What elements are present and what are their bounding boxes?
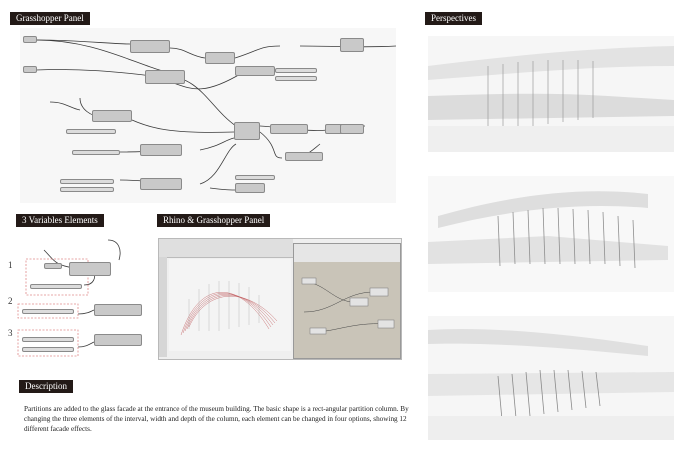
- start-end-node[interactable]: [340, 38, 364, 52]
- number-slider-7[interactable]: [235, 175, 275, 180]
- line-node[interactable]: [205, 52, 235, 64]
- curve-node-top[interactable]: [130, 40, 170, 53]
- extrude-node[interactable]: [270, 124, 308, 134]
- variable-node-1b[interactable]: [69, 262, 111, 276]
- divide-curve-node[interactable]: [235, 66, 275, 76]
- variable-slider-1[interactable]: [30, 284, 82, 289]
- perspective-3-drawing: [428, 316, 674, 440]
- rectangle-node[interactable]: [234, 122, 260, 140]
- length-rotate-node[interactable]: [92, 110, 132, 122]
- source-param-node-1[interactable]: [23, 36, 37, 43]
- variable-number-2: 2: [8, 296, 13, 306]
- dashed-box-2: [17, 303, 79, 319]
- rhino-toolbar: [159, 239, 293, 258]
- number-slider-6[interactable]: [275, 76, 317, 81]
- variable-slider-3b[interactable]: [22, 347, 74, 352]
- surface-render: [180, 281, 278, 336]
- perspective-1-drawing: [428, 36, 674, 152]
- variable-number-1: 1: [8, 260, 13, 270]
- rhino-viewport: [169, 259, 291, 351]
- three-variables-panel: 1 2 3: [4, 230, 154, 370]
- rhino-grasshopper-header: Rhino & Grasshopper Panel: [157, 214, 271, 227]
- gh-toolbar: [294, 244, 400, 262]
- domain-node-1[interactable]: [140, 144, 182, 156]
- variables-wires: [17, 239, 121, 357]
- number-slider-4[interactable]: [60, 187, 114, 192]
- source-param-node-2[interactable]: [23, 66, 37, 73]
- number-slider-1[interactable]: [66, 129, 116, 134]
- dashed-box-3: [17, 329, 79, 357]
- variable-slider-3a[interactable]: [22, 337, 74, 342]
- rhino-grasshopper-screenshot: [158, 238, 402, 360]
- amplitude-node[interactable]: [285, 152, 323, 161]
- variable-node-1a[interactable]: [44, 263, 62, 269]
- description-header: Description: [19, 380, 73, 393]
- rhino-side-toolbar: [159, 257, 167, 357]
- number-slider-2[interactable]: [72, 150, 120, 155]
- variable-number-3: 3: [8, 328, 13, 338]
- variable-slider-2[interactable]: [22, 309, 74, 314]
- description-text: Partitions are added to the glass facade…: [24, 405, 409, 433]
- variable-node-2[interactable]: [94, 304, 142, 316]
- length-node-2[interactable]: [235, 183, 265, 193]
- domain-node-2[interactable]: [140, 178, 182, 190]
- perspective-render-3: [428, 316, 674, 440]
- gh-mini-wires: [301, 277, 395, 335]
- perspective-render-2: [428, 176, 674, 292]
- grasshopper-window: [293, 243, 401, 359]
- perspective-render-1: [428, 36, 674, 152]
- number-slider-3[interactable]: [60, 179, 114, 184]
- number-slider-5[interactable]: [275, 68, 317, 73]
- curve-frames-node[interactable]: [145, 70, 185, 84]
- info-node[interactable]: [340, 124, 364, 134]
- perspectives-header: Perspectives: [425, 12, 482, 25]
- grasshopper-canvas[interactable]: [20, 28, 396, 203]
- perspective-2-drawing: [428, 176, 674, 292]
- variable-node-3[interactable]: [94, 334, 142, 346]
- grasshopper-panel-header: Grasshopper Panel: [10, 12, 90, 25]
- three-variables-header: 3 Variables Elements: [16, 214, 104, 227]
